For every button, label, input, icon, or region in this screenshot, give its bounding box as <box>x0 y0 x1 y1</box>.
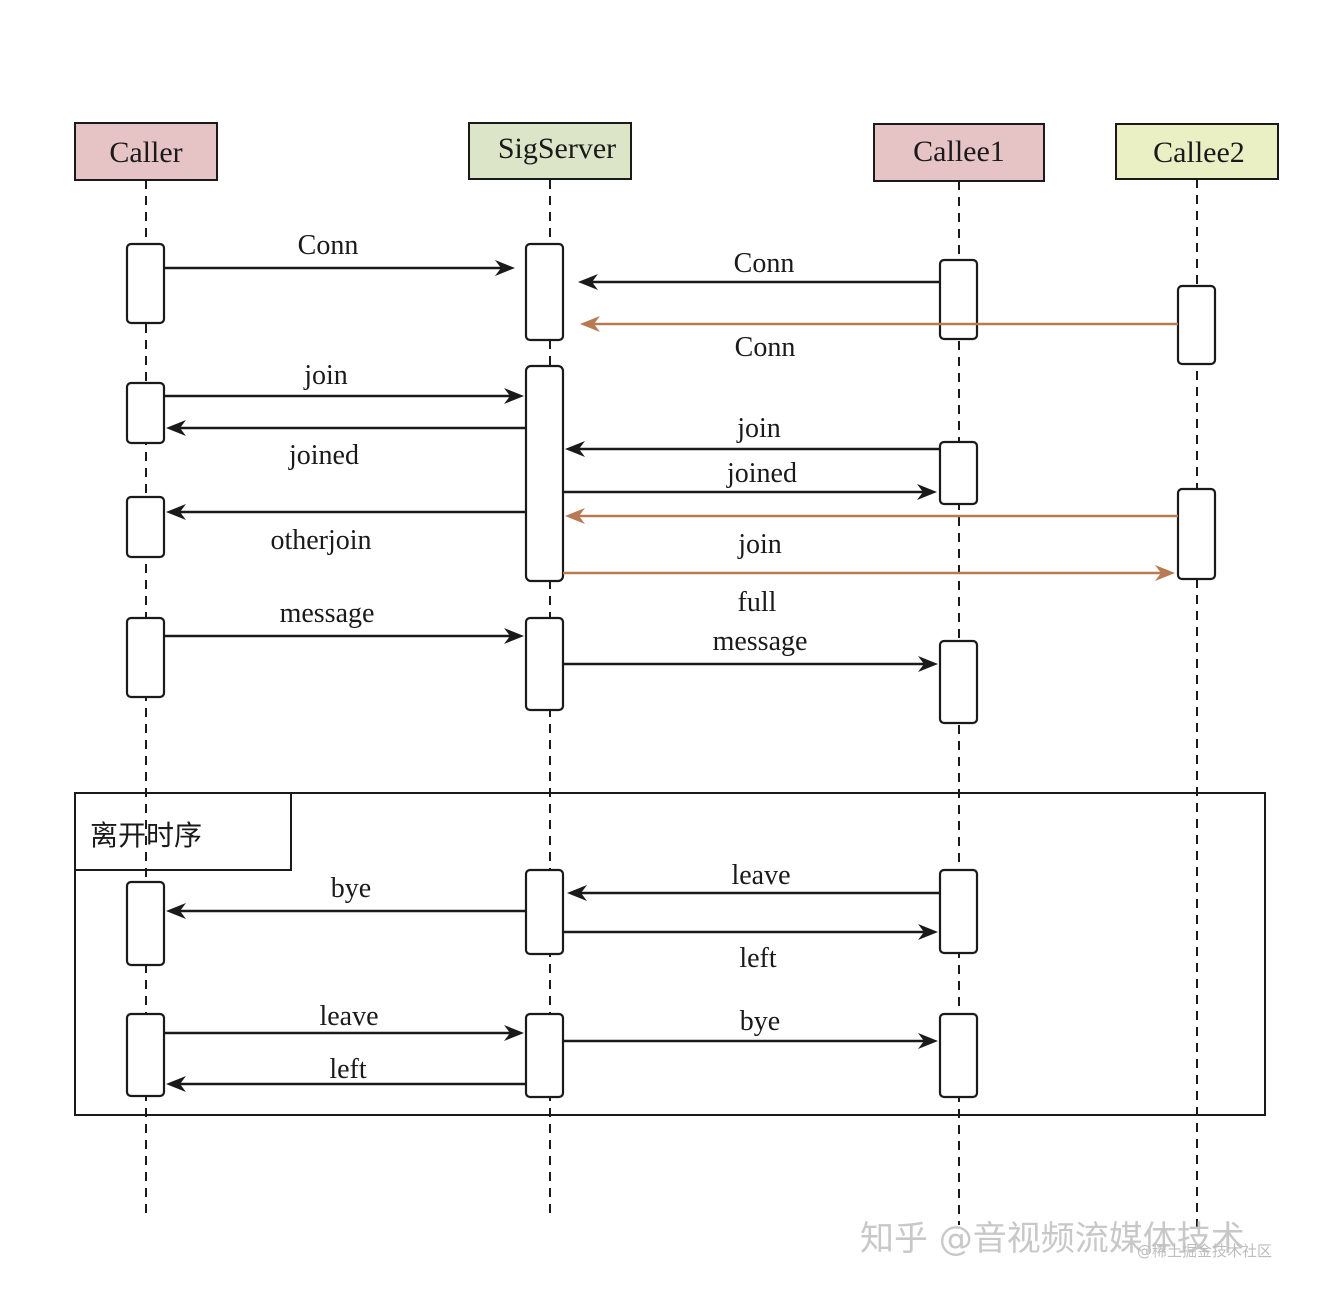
watermark-subtext: @稀土掘金技术社区 <box>1137 1242 1272 1260</box>
arrowhead <box>565 441 585 457</box>
activation-caller <box>125 381 166 445</box>
message-arrow: leave <box>164 1001 524 1041</box>
activations <box>125 242 1217 1099</box>
message-arrow: join <box>164 360 524 404</box>
arrowhead <box>504 628 524 644</box>
arrowhead <box>166 1076 186 1092</box>
participant-sigserver-label: SigServer <box>498 132 616 165</box>
message-label: join <box>737 529 782 560</box>
message-label: leave <box>731 860 790 891</box>
message-label: otherjoin <box>270 525 371 556</box>
activation-callee1 <box>938 1012 979 1099</box>
message-arrow: message <box>164 598 524 644</box>
activation-sigserver <box>524 1012 565 1099</box>
arrowhead <box>504 388 524 404</box>
participant-caller-label: Caller <box>109 136 182 169</box>
activation-callee1 <box>938 258 979 341</box>
message-label: bye <box>331 873 371 904</box>
arrowhead <box>580 316 600 332</box>
activation-callee2 <box>1176 284 1217 366</box>
participant-callee1-label: Callee1 <box>913 135 1005 168</box>
arrowhead <box>166 903 186 919</box>
message-arrow: joined <box>166 420 526 471</box>
message-label: full <box>738 587 777 618</box>
frame-label: 离开时序 <box>90 819 202 852</box>
arrowhead <box>918 924 938 940</box>
message-label: joined <box>726 458 797 489</box>
watermark: 知乎 @音视频流媒体技术 @稀土掘金技术社区 <box>860 1219 1272 1260</box>
activation-caller <box>125 242 166 325</box>
arrowhead <box>166 504 186 520</box>
message-arrow: otherjoin <box>166 504 526 556</box>
activation-sigserver <box>524 364 565 583</box>
arrowhead <box>578 274 598 290</box>
message-label: message <box>713 626 808 657</box>
message-label: message <box>280 598 375 629</box>
message-label: join <box>303 360 348 391</box>
arrowhead <box>567 885 587 901</box>
activation-callee1 <box>938 868 979 955</box>
participant-sigserver: SigServer <box>468 122 632 180</box>
message-label: Conn <box>735 332 796 363</box>
activation-callee2 <box>1176 487 1217 581</box>
message-label: leave <box>319 1001 378 1032</box>
arrowhead <box>918 1033 938 1049</box>
message-label: Conn <box>734 248 795 279</box>
message-arrow: left <box>166 1054 526 1092</box>
participant-caller: Caller <box>74 122 218 181</box>
message-arrow: Conn <box>164 230 515 276</box>
participant-callee1: Callee1 <box>873 123 1045 182</box>
leave-sequence-frame: 离开时序 <box>74 792 1266 1116</box>
activation-caller <box>125 880 166 967</box>
activation-caller <box>125 1012 166 1098</box>
message-label: join <box>736 413 781 444</box>
arrowhead <box>1155 565 1175 581</box>
message-label: left <box>329 1054 367 1085</box>
arrowhead <box>504 1025 524 1041</box>
activation-caller <box>125 616 166 699</box>
message-arrow: joined <box>563 458 937 500</box>
message-arrow: Conn <box>580 316 1178 363</box>
message-label: bye <box>740 1006 780 1037</box>
message-arrow: join <box>565 508 1178 560</box>
watermark-text: 知乎 @音视频流媒体技术 <box>860 1219 1245 1259</box>
messages: ConnConnConnjoinjoinedjoinjoinedotherjoi… <box>164 230 1178 1092</box>
message-arrow: bye <box>563 1006 938 1049</box>
message-arrow: full <box>563 565 1175 618</box>
activation-callee1 <box>938 440 979 506</box>
arrowhead <box>166 420 186 436</box>
arrowhead <box>495 260 515 276</box>
message-arrow: join <box>565 413 940 457</box>
activation-caller <box>125 495 166 559</box>
arrowhead <box>918 656 938 672</box>
participant-callee2-label: Callee2 <box>1153 136 1245 169</box>
activation-sigserver <box>524 242 565 342</box>
message-arrow: message <box>563 626 938 672</box>
activation-sigserver <box>524 616 565 712</box>
message-arrow: bye <box>166 873 526 919</box>
message-arrow: left <box>563 924 938 974</box>
message-label: left <box>739 943 777 974</box>
arrowhead <box>565 508 585 524</box>
message-label: joined <box>288 440 359 471</box>
message-label: Conn <box>298 230 359 261</box>
message-arrow: Conn <box>578 248 940 290</box>
participant-callee2: Callee2 <box>1115 123 1279 180</box>
message-arrow: leave <box>567 860 940 901</box>
arrowhead <box>917 484 937 500</box>
activation-callee1 <box>938 639 979 725</box>
activation-sigserver <box>524 868 565 956</box>
